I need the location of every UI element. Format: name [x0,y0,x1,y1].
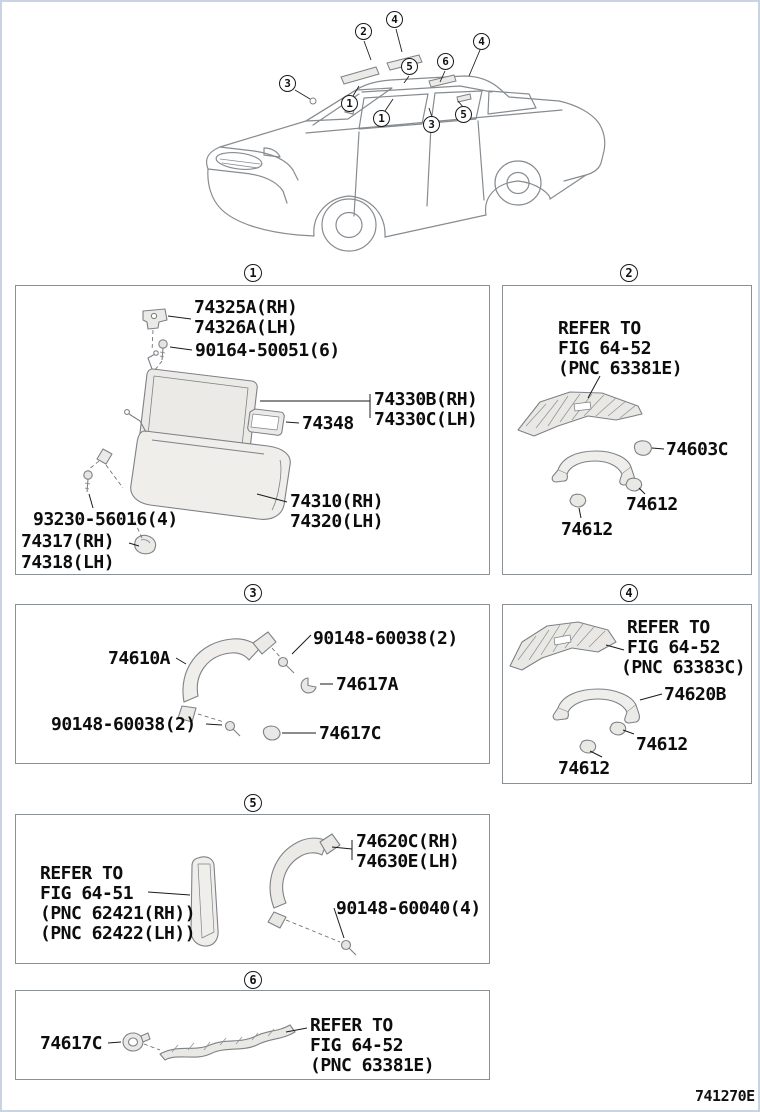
refer-note-line3: (PNC 63383C) [621,657,746,678]
section-1-callout: 1 [244,264,262,282]
part-label-74310: 74310(RH) [290,491,384,512]
vehicle-marker: 4 [391,13,398,26]
part-label-74612-c: 74612 [636,734,688,755]
box6-leader-lines [107,1027,308,1044]
part-label-74617a: 74617A [336,674,399,695]
section-5-number: 5 [249,796,257,810]
grip-pillar-drawing-5 [190,833,357,956]
part-label-74603c: 74603C [666,439,729,460]
section-6-number: 6 [249,973,257,987]
vehicle-marker: 4 [478,35,485,48]
box3-dashed-lines [197,647,282,723]
section-3-box [15,604,490,764]
section-1-number: 1 [249,266,257,280]
part-label-74617c-a: 74617C [319,723,382,744]
part-label-74326a: 74326A(LH) [194,317,298,338]
refer-note-line3: (PNC 63381E) [558,358,683,379]
vehicle-callout-4a: 4 [386,11,403,28]
part-label-74610a: 74610A [108,648,171,669]
vehicle-callout-6: 6 [437,53,454,70]
part-label-90164-50051: 90164-50051(6) [195,340,340,361]
part-label-90148-60040: 90148-60040(4) [336,898,481,919]
part-label-74620b: 74620B [664,684,727,705]
vehicle-marker: 3 [284,77,291,90]
part-label-74348: 74348 [302,413,354,434]
roof-trim-grip-drawing-4 [509,621,640,754]
vehicle-marker: 3 [428,118,435,131]
refer-note-line2: FIG 64-52 [627,637,721,658]
section-6-box [15,990,490,1080]
vehicle-line-art [205,75,606,252]
box5-leader-lines [147,840,353,939]
section-3-number: 3 [249,586,257,600]
vehicle-marker: 5 [406,60,413,73]
vehicle-callout-5a: 5 [401,58,418,75]
section-3-callout: 3 [244,584,262,602]
assist-grip-drawing-3 [177,631,317,741]
vehicle-callout-4b: 4 [473,33,490,50]
refer-note-line2: FIG 64-51 [40,883,134,904]
section-1-box [15,285,490,575]
box6-dashed-lines [143,1043,161,1051]
part-label-74330b: 74330B(RH) [374,389,478,410]
vehicle-callout-leaders [294,28,481,118]
refer-note-line1: REFER TO [40,863,123,884]
vehicle-callout-5b: 5 [455,106,472,123]
vehicle-marker: 1 [378,112,385,125]
vehicle-callout-2: 2 [355,23,372,40]
refer-note-line2: FIG 64-52 [558,338,652,359]
refer-note-line1: REFER TO [558,318,641,339]
vehicle-marker: 5 [460,108,467,121]
part-label-74612-a: 74612 [626,494,678,515]
vehicle-callout-3a: 3 [279,75,296,92]
box3-leader-lines [175,634,333,734]
section-5-callout: 5 [244,794,262,812]
refer-note-line3: (PNC 62421(RH)) [40,903,196,924]
vehicle-marker: 6 [442,55,449,68]
part-label-74620c: 74620C(RH) [356,831,460,852]
vehicle-callout-1b: 1 [373,110,390,127]
part-label-74318: 74318(LH) [21,552,115,573]
roof-trim-grip-drawing-2 [517,391,652,508]
refer-note-line1: REFER TO [310,1015,393,1036]
visor-assembly-dashed-lines [87,329,163,539]
vehicle-marker: 1 [346,97,353,110]
part-label-74630e: 74630E(LH) [356,851,460,872]
refer-note-line1: REFER TO [627,617,710,638]
section-4-callout: 4 [620,584,638,602]
part-label-90148-60038-a: 90148-60038(2) [313,628,458,649]
box1-leader-lines [88,315,371,547]
section-4-box [502,604,752,784]
vehicle-marker: 2 [360,25,367,38]
refer-note-line4: (PNC 62422(LH)) [40,923,196,944]
vehicle-callout-3b: 3 [423,116,440,133]
box2-leader-lines [578,375,665,519]
vehicle-callout-1a: 1 [341,95,358,112]
visor-drawing [83,308,291,555]
box4-leader-lines [589,644,663,758]
section-6-callout: 6 [244,971,262,989]
section-2-box [502,285,752,575]
section-2-callout: 2 [620,264,638,282]
box5-dashed-lines [285,919,341,943]
section-4-number: 4 [625,586,633,600]
section-5-box [15,814,490,964]
part-label-74320: 74320(LH) [290,511,384,532]
part-label-74612-d: 74612 [558,758,610,779]
part-label-90148-60038-b: 90148-60038(2) [51,714,196,735]
part-label-93230-56016: 93230-56016(4) [33,509,178,530]
part-label-74317: 74317(RH) [21,531,115,552]
section-2-number: 2 [625,266,633,280]
figure-code: 741270E [695,1087,755,1105]
refer-note-line2: FIG 64-52 [310,1035,404,1056]
refer-note-line3: (PNC 63381E) [310,1055,435,1076]
part-label-74325a: 74325A(RH) [194,297,298,318]
part-label-74617c-b: 74617C [40,1033,103,1054]
part-label-74330c: 74330C(LH) [374,409,478,430]
part-label-74612-b: 74612 [561,519,613,540]
cap-trim-drawing-6 [122,1024,296,1061]
